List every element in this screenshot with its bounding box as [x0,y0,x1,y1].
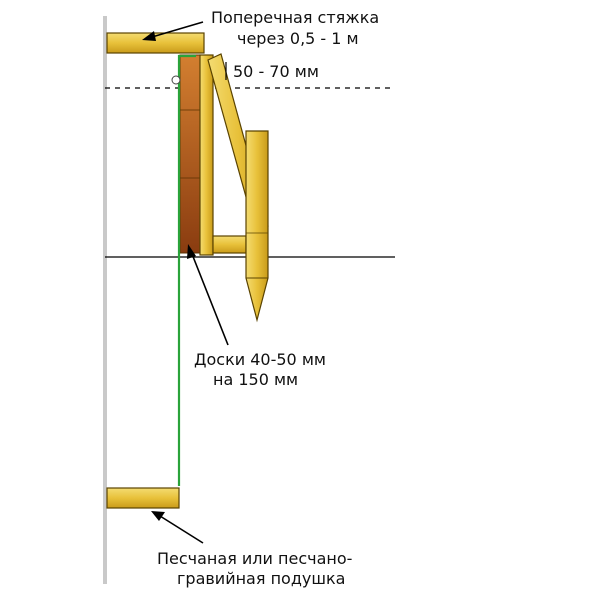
waterproofing-film [177,54,196,486]
boards-arrow [187,244,229,346]
cross-tie [106,32,205,54]
sand-cushion [106,487,180,509]
stake [245,130,269,323]
cushion-label-line2: гравийная подушка [177,569,346,588]
bottom-cleat [212,235,247,254]
nail [171,75,181,85]
cushion-arrow [151,511,204,544]
vertical-stud [199,54,214,256]
boards-label-line2: на 150 мм [213,370,299,389]
tie-label-line1: Поперечная стяжка [211,8,380,27]
trench-wall [103,16,107,584]
boards-label-line1: Доски 40-50 мм [194,350,326,369]
gap-label: 50 - 70 мм [233,62,319,81]
cushion-label-line1: Песчаная или песчано- [157,549,353,568]
tie-label-line2: через 0,5 - 1 м [237,29,359,48]
tie-arrow [142,21,204,41]
formwork-boards [179,54,201,254]
